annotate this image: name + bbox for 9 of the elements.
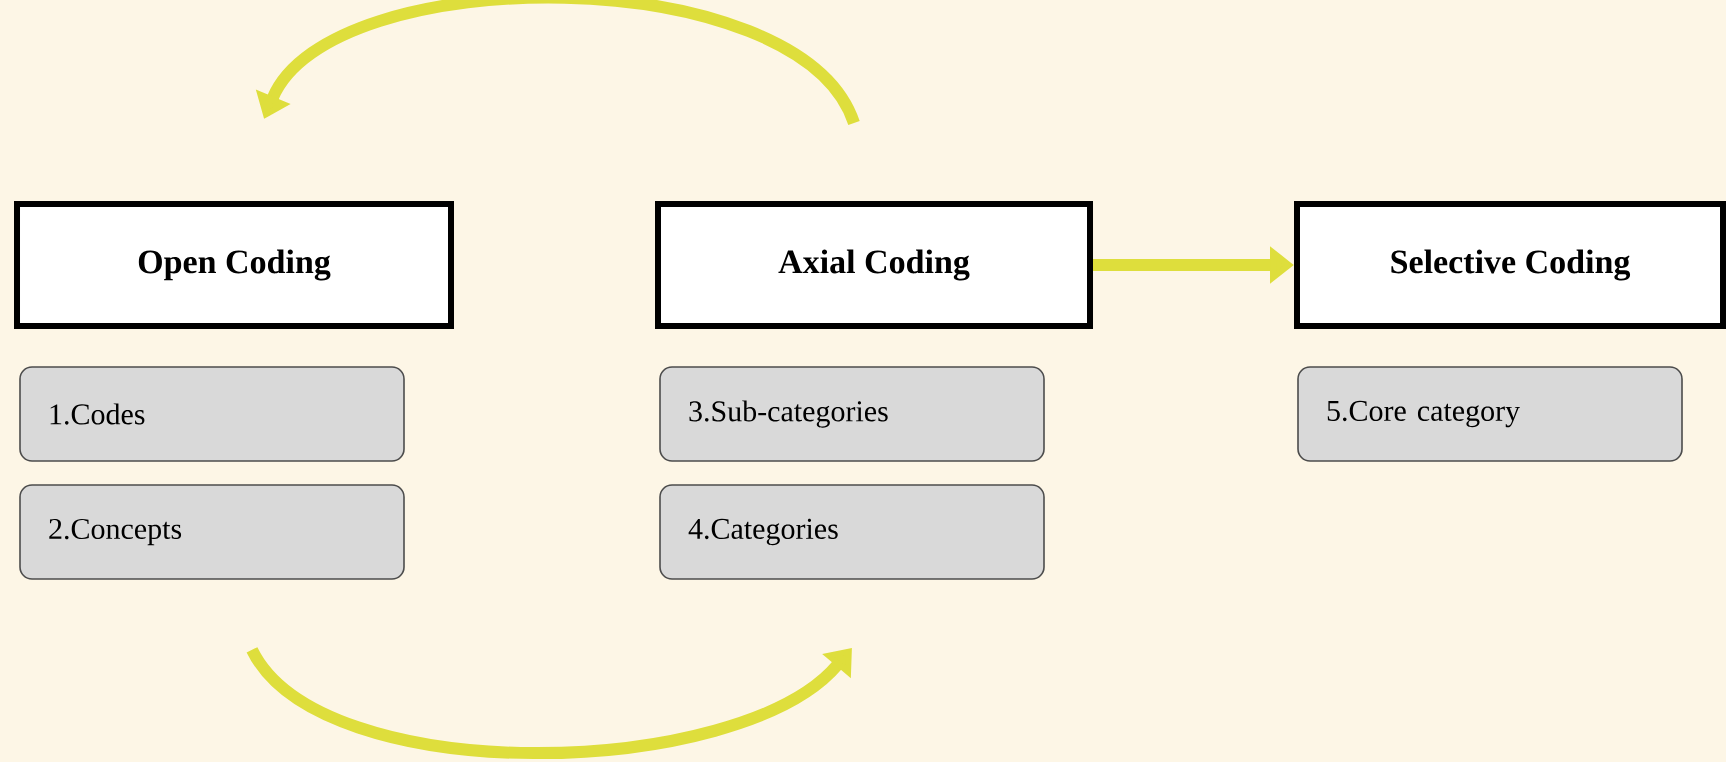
step-box: 4.Categories	[659, 484, 1045, 580]
stage-box: Open Coding	[14, 201, 454, 329]
arrow	[247, 646, 852, 759]
stage-box: Selective Coding	[1294, 201, 1726, 329]
step-box: 3.Sub-categories	[659, 366, 1045, 462]
step-box: 2.Concepts	[19, 484, 405, 580]
stage-box: Axial Coding	[655, 201, 1093, 329]
step-box: 1.Codes	[19, 366, 405, 462]
step-box: 5.Core category	[1297, 366, 1683, 462]
